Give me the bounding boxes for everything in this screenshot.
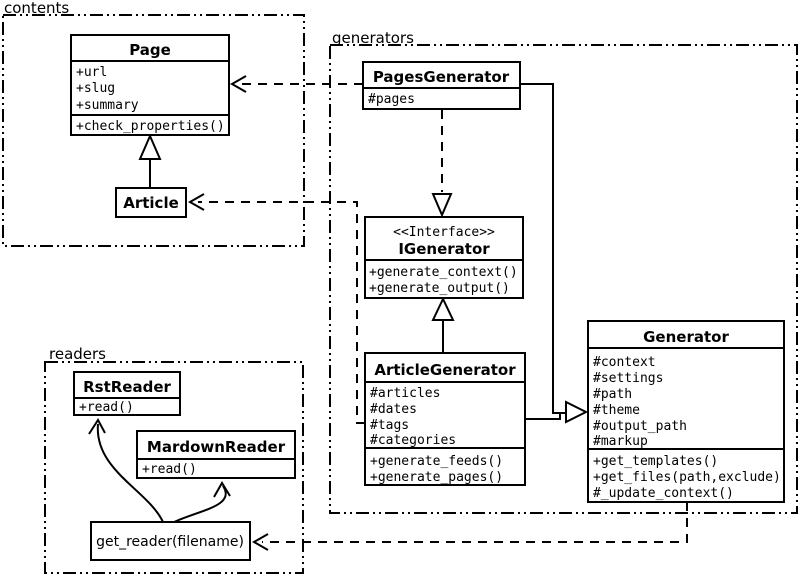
class-rstreader-method: +read() xyxy=(79,400,134,415)
class-articlegenerator-title: ArticleGenerator xyxy=(374,361,516,379)
class-generator-attr: #context xyxy=(593,355,656,370)
class-rstreader-box xyxy=(73,371,181,416)
class-mardownreader-box xyxy=(136,430,296,479)
edge-getreader-to-rstreader xyxy=(88,418,164,523)
class-generator-method: +get_templates() xyxy=(593,454,718,469)
class-generator-attr: #theme xyxy=(593,403,640,418)
class-articlegenerator-method: +generate_pages() xyxy=(370,470,503,485)
edge-curve xyxy=(96,423,164,523)
package-readers: readers xyxy=(44,345,304,574)
class-mardownreader-title: MardownReader xyxy=(147,438,286,456)
class-generator-method: +get_files(path,exclude) xyxy=(593,470,781,485)
edge-getreader-to-mardownreader xyxy=(173,481,231,523)
edge-line xyxy=(198,201,365,424)
class-articlegenerator-attr: #categories xyxy=(370,433,456,448)
class-page-attr: +summary xyxy=(76,98,139,113)
edge-curve xyxy=(173,485,227,523)
class-rstreader-title: RstReader xyxy=(83,378,171,396)
edge-generator-depends-getreader xyxy=(251,502,688,551)
node-getreader-box xyxy=(90,521,251,561)
class-page-box xyxy=(70,34,230,136)
class-articlegenerator-box xyxy=(364,352,526,486)
edge-line-articlegenerator xyxy=(525,413,561,420)
class-page-attr: +url xyxy=(76,65,107,80)
class-page: Page +url +slug +summary +check_properti… xyxy=(70,34,230,136)
edge-line xyxy=(262,502,688,543)
package-contents-label: contents xyxy=(4,0,69,17)
class-pagesgenerator: PagesGenerator #pages xyxy=(362,61,521,110)
class-generator-attr: #path xyxy=(593,387,632,402)
class-mardownreader-method: +read() xyxy=(142,462,197,477)
open-arrowhead-icon xyxy=(251,533,269,551)
class-generator-title: Generator xyxy=(643,328,729,346)
class-articlegenerator: ArticleGenerator #articles #dates #tags … xyxy=(364,352,526,486)
class-igenerator-title: IGenerator xyxy=(398,240,490,258)
class-generator-box xyxy=(587,320,785,503)
open-arrowhead-icon xyxy=(229,75,247,93)
package-readers-border xyxy=(44,361,304,574)
class-mardownreader: MardownReader +read() xyxy=(136,430,296,479)
class-generator-attr: #settings xyxy=(593,371,663,386)
class-igenerator-stereotype: <<Interface>> xyxy=(393,225,495,240)
class-pagesgenerator-attr: #pages xyxy=(368,92,415,107)
edge-pagesgenerator-realizes-igenerator xyxy=(431,110,453,218)
class-articlegenerator-attr: #dates xyxy=(370,402,417,417)
class-generator-method: #_update_context() xyxy=(593,486,734,501)
hollow-triangle-icon xyxy=(138,133,162,160)
class-page-title: Page xyxy=(129,41,171,59)
hollow-triangle-icon xyxy=(565,400,589,424)
class-page-attr: +slug xyxy=(76,81,115,96)
class-igenerator-method: +generate_context() xyxy=(369,265,518,280)
class-articlegenerator-method: +generate_feeds() xyxy=(370,454,503,469)
package-contents: contents xyxy=(2,0,305,247)
class-articlegenerator-attr: #articles xyxy=(370,386,440,401)
class-pagesgenerator-box xyxy=(362,61,521,110)
package-generators: generators xyxy=(329,29,798,514)
package-generators-label: generators xyxy=(332,29,414,47)
edge-line-pagesgenerator xyxy=(520,83,565,414)
edge-articlegenerator-depends-article xyxy=(187,193,365,424)
edge-pagesgenerator-depends-page xyxy=(229,75,363,93)
node-getreader-label: get_reader(filename) xyxy=(96,534,244,550)
class-rstreader: RstReader +read() xyxy=(73,371,181,416)
edge-article-inherits-page xyxy=(138,133,162,188)
edge-articlegenerator-inherits-igenerator xyxy=(431,296,455,353)
package-contents-border xyxy=(2,14,305,247)
hollow-triangle-icon xyxy=(431,193,453,218)
class-article-box xyxy=(115,187,187,218)
edge-generators-inherit-generator xyxy=(520,83,589,424)
class-pagesgenerator-title: PagesGenerator xyxy=(373,68,510,86)
class-igenerator: <<Interface>> IGenerator +generate_conte… xyxy=(364,216,524,299)
node-getreader: get_reader(filename) xyxy=(90,521,251,561)
open-arrowhead-icon xyxy=(88,418,106,435)
class-generator-attr: #markup xyxy=(593,434,648,449)
class-generator-attr: #output_path xyxy=(593,419,687,434)
class-articlegenerator-attr: #tags xyxy=(370,418,409,433)
class-article-title: Article xyxy=(123,194,179,212)
class-igenerator-method: +generate_output() xyxy=(369,281,510,296)
open-arrowhead-icon xyxy=(187,193,205,211)
class-article: Article xyxy=(115,187,187,218)
package-generators-border xyxy=(329,44,798,514)
class-page-method: +check_properties() xyxy=(76,119,225,134)
package-readers-label: readers xyxy=(49,345,106,363)
class-igenerator-box xyxy=(364,216,524,299)
class-generator: Generator #context #settings #path #them… xyxy=(587,320,785,503)
hollow-triangle-icon xyxy=(431,296,455,321)
open-arrowhead-icon xyxy=(213,481,231,498)
